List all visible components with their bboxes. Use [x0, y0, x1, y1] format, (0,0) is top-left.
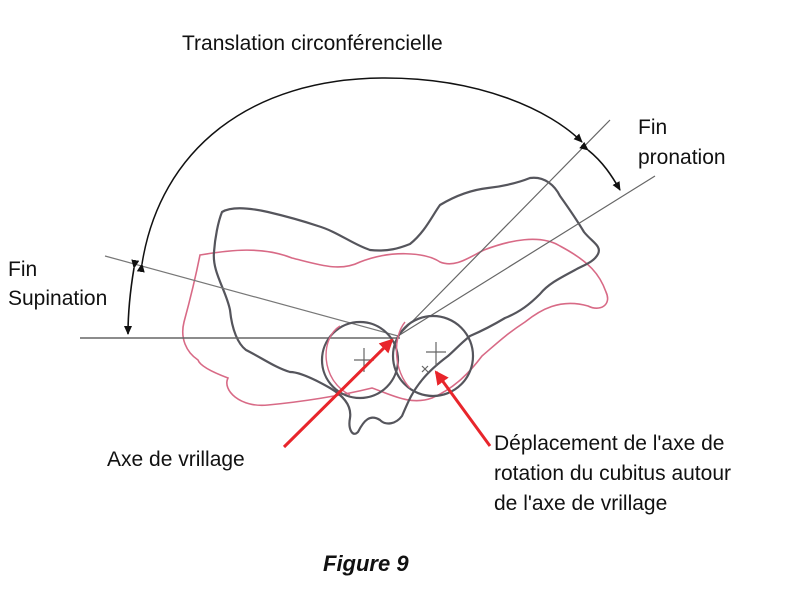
- ulna-head-circle-right: [391, 314, 475, 398]
- fin-supination-label-1: Fin: [8, 258, 37, 281]
- gray-bone-outline: [212, 176, 600, 435]
- axis-cross-marks: [354, 342, 446, 373]
- deplacement-label-1: Déplacement de l'axe de: [494, 432, 725, 455]
- deplacement-label-2: rotation du cubitus autour: [494, 462, 731, 485]
- pink-head-arc-2: [395, 321, 411, 389]
- fin-pronation-label-1: Fin: [638, 116, 667, 139]
- deplacement-label-3: de l'axe de vrillage: [494, 492, 667, 515]
- deplacement-arrow: [434, 370, 492, 447]
- pink-bone-outline: [182, 238, 609, 407]
- figure-caption: Figure 9: [323, 551, 409, 576]
- axe-vrillage-arrow: [282, 338, 394, 449]
- axe-vrillage-label: Axe de vrillage: [107, 448, 245, 471]
- translation-arc: [136, 77, 583, 273]
- supination-range-arrow: [124, 259, 140, 335]
- fin-pronation-label-2: pronation: [638, 146, 726, 169]
- fin-supination-label-2: Supination: [8, 287, 107, 310]
- supination-line: [104, 255, 399, 337]
- ulna-head-circle-left: [320, 320, 400, 400]
- title-label: Translation circonférencielle: [182, 32, 443, 55]
- pronation-range-arrow: [579, 141, 621, 191]
- pronation-line-2: [397, 175, 656, 337]
